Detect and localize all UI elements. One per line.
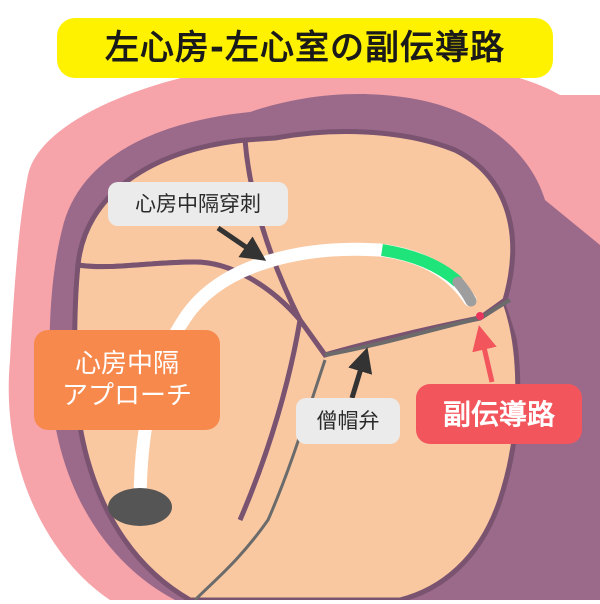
transseptal-approach-line2: アプローチ <box>62 380 192 413</box>
septal-puncture-label: 心房中隔穿刺 <box>108 182 288 226</box>
catheter-entry-hole <box>108 488 172 526</box>
transseptal-approach-label: 心房中隔 アプローチ <box>34 330 220 430</box>
mitral-valve-label: 僧帽弁 <box>296 398 400 444</box>
accessory-pathway-point <box>476 312 484 320</box>
page-title: 左心房-左心室の副伝導路 <box>57 18 553 78</box>
transseptal-approach-line1: 心房中隔 <box>75 348 179 381</box>
accessory-pathway-label: 副伝導路 <box>416 384 582 444</box>
